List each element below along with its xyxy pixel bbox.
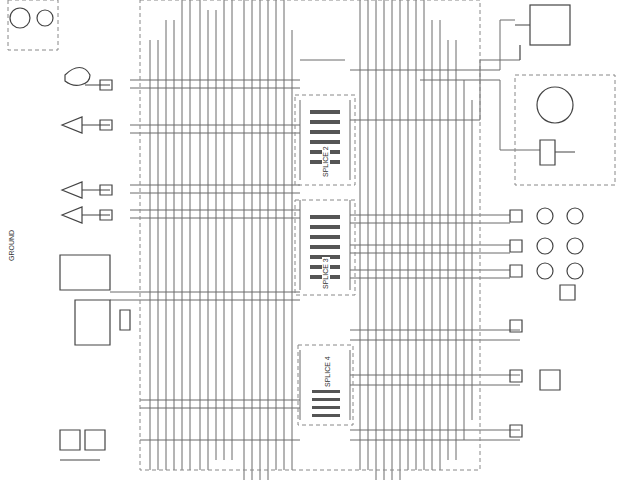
switch-symbol [540, 285, 575, 390]
part-label: SPLICE 4 [324, 355, 332, 388]
relay-symbol [60, 430, 105, 460]
part-label: SPLICE 2 [322, 145, 330, 178]
wire-bundle [110, 0, 540, 480]
connector-symbol [540, 140, 575, 165]
lamp-symbol [567, 263, 583, 279]
dashed-outlines [8, 0, 615, 470]
lamp-symbol [65, 68, 110, 86]
lamp-symbol [567, 208, 583, 224]
sensor-symbol [62, 117, 110, 223]
gauge-symbol [537, 87, 573, 123]
component-outline [8, 0, 58, 50]
component-outline [515, 75, 615, 185]
part-label: SPLICE 3 [322, 257, 330, 290]
lamp-symbol [567, 238, 583, 254]
component-symbols [10, 5, 583, 460]
module-symbol [530, 5, 570, 45]
harness-outline [140, 0, 480, 470]
part-label: GROUND [8, 229, 16, 262]
switch-symbol [10, 8, 30, 28]
lamp-symbol [537, 263, 553, 279]
connector-symbol [510, 210, 522, 437]
connector-symbol [100, 80, 112, 220]
harness-bends [300, 60, 540, 420]
connector-symbol [515, 25, 530, 60]
splice-outline [298, 345, 353, 425]
lamp-symbol [537, 238, 553, 254]
splice-blocks [310, 110, 340, 417]
switch-symbol [37, 10, 53, 26]
splice-terminals [310, 110, 340, 417]
horizontal-wires [110, 20, 520, 440]
module-symbol [60, 255, 130, 345]
lamp-symbol [537, 208, 553, 224]
